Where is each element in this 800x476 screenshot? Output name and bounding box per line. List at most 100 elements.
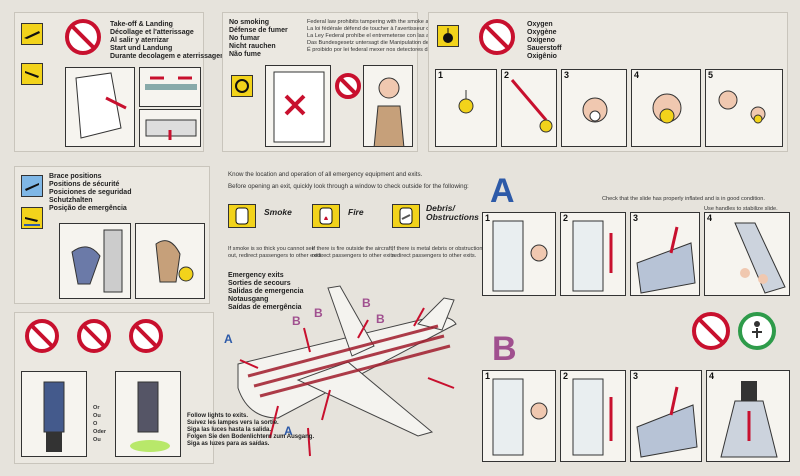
or-line-2: Ou bbox=[93, 413, 101, 419]
plane-takeoff-icon bbox=[21, 23, 43, 45]
brace-line-4: Schutzhalten bbox=[49, 197, 93, 204]
smoke-text-1: If smoke is so thick you cannot see bbox=[228, 246, 315, 252]
slide-check-text-1: Check that the slide has properly inflat… bbox=[602, 196, 765, 202]
or-line-5: Ou bbox=[93, 437, 101, 443]
no-cigarette-icon bbox=[335, 73, 361, 99]
oxygen-line-3: Oxígeno bbox=[527, 37, 556, 44]
exit-b-step-1-number: 1 bbox=[484, 371, 492, 381]
oxygen-step-3-number: 3 bbox=[563, 70, 571, 80]
no-phone-icon bbox=[129, 319, 163, 353]
no-luggage-slide-icon bbox=[692, 312, 730, 350]
plane-brace-icon bbox=[21, 175, 43, 197]
debris-text-1: If there is metal debris or obstructions… bbox=[392, 246, 487, 252]
no-baggage-icon bbox=[77, 319, 111, 353]
takeoff-line-1: Take-off & Landing bbox=[110, 21, 173, 28]
takeoff-panel: Take-off & Landing Décollage et l'atteri… bbox=[14, 12, 226, 152]
law-line-4: Das Bundesgesetz untersagt die Manipulat… bbox=[307, 40, 468, 46]
oxygen-line-4: Sauerstoff bbox=[527, 45, 562, 52]
tray-table-illustration bbox=[139, 109, 201, 147]
exit-a-step-1-number: 1 bbox=[484, 213, 492, 223]
oxygen-line-5: Oxigênio bbox=[527, 53, 557, 60]
follow-line-2: Suivez les lampes vers la sortie. bbox=[187, 420, 279, 426]
before-opening-text: Before opening an exit, quickly look thr… bbox=[228, 183, 469, 190]
exit-a-step-3-number: 3 bbox=[632, 213, 640, 223]
oxygen-step-2 bbox=[501, 69, 557, 147]
or-line-4: Oder bbox=[93, 429, 107, 435]
exit-a-letter: A bbox=[490, 172, 515, 210]
brace-line-2: Positions de sécurité bbox=[49, 181, 120, 188]
follow-line-3: Siga las luces hasta la salida. bbox=[187, 427, 272, 433]
window-smoke-icon bbox=[228, 204, 256, 228]
takeoff-line-4: Start und Landung bbox=[110, 45, 173, 52]
exit-a-step-1 bbox=[482, 212, 556, 296]
woman-smoking-illustration bbox=[363, 65, 413, 147]
plane-ditching-icon bbox=[21, 207, 43, 229]
nosmoking-line-1: No smoking bbox=[229, 19, 270, 26]
brace-line-1: Brace positions bbox=[49, 173, 102, 180]
aisle-illustration-2 bbox=[115, 371, 181, 457]
exit-a-step-4-number: 4 bbox=[706, 213, 714, 223]
seatbelt-illustration bbox=[139, 67, 201, 107]
no-electronics-icon bbox=[65, 19, 101, 55]
emergency-exits-line-4: Notausgang bbox=[228, 296, 269, 303]
debris-title-1: Debris/ bbox=[426, 203, 455, 213]
smoke-alarm-icon bbox=[231, 75, 253, 97]
debris-title-2: Obstructions bbox=[426, 212, 479, 222]
law-line-3: La Ley Federal prohíbe el entremeterse c… bbox=[307, 33, 471, 39]
takeoff-line-3: Al salir y aterrizar bbox=[110, 37, 169, 44]
brace-line-5: Posição de emergência bbox=[49, 205, 127, 212]
fire-title: Fire bbox=[348, 207, 364, 217]
oxygen-step-4 bbox=[631, 69, 701, 147]
brace-illustration-2 bbox=[135, 223, 205, 299]
slide-check-text-2: Use handles to stabilize slide. bbox=[704, 206, 778, 212]
nosmoking-line-4: Nicht rauchen bbox=[229, 43, 276, 50]
exit-label-b-1: B bbox=[292, 314, 301, 328]
or-line-1: Or bbox=[93, 405, 100, 411]
oxygen-panel: Oxygen Oxygène Oxígeno Sauerstoff Oxigên… bbox=[428, 12, 788, 152]
oxygen-mask-icon bbox=[437, 25, 459, 47]
lavatory-illustration bbox=[265, 65, 331, 147]
exit-label-b-2: B bbox=[314, 306, 323, 320]
exit-b-step-3 bbox=[630, 370, 702, 462]
jump-slide-icon bbox=[738, 312, 776, 350]
exit-b-letter: B bbox=[492, 330, 517, 368]
nosmoking-line-5: Não fume bbox=[229, 51, 261, 58]
oxygen-step-2-number: 2 bbox=[503, 70, 511, 80]
no-smoking-small-icon bbox=[25, 319, 59, 353]
law-line-1: Federal law prohibits tampering with the… bbox=[307, 19, 444, 25]
nosmoking-line-3: No fumar bbox=[229, 35, 260, 42]
oxygen-line-1: Oxygen bbox=[527, 21, 553, 28]
exit-a-step-2-number: 2 bbox=[562, 213, 570, 223]
brace-illustration-1 bbox=[59, 223, 131, 299]
takeoff-line-5: Durante decolagem e aterrissagem bbox=[110, 53, 227, 60]
no-smoking-oxygen-icon bbox=[479, 19, 515, 55]
exit-label-a-rear: A bbox=[284, 424, 293, 438]
smoke-title: Smoke bbox=[264, 207, 292, 217]
exit-b-step-4-number: 4 bbox=[708, 371, 716, 381]
seatback-illustration bbox=[65, 67, 135, 147]
no-smoking-panel: No smoking Défense de fumer No fumar Nic… bbox=[222, 12, 471, 152]
debris-text-2: redirect passengers to other exits. bbox=[392, 253, 477, 259]
exit-b-step-2-number: 2 bbox=[562, 371, 570, 381]
oxygen-step-5 bbox=[705, 69, 783, 147]
exit-a-step-4 bbox=[704, 212, 790, 296]
plane-landing-icon bbox=[21, 63, 43, 85]
oxygen-step-5-number: 5 bbox=[707, 70, 715, 80]
follow-line-4: Folgen Sie den Bodenlichtern zum Ausgang… bbox=[187, 434, 315, 440]
know-location-text: Know the location and operation of all e… bbox=[228, 171, 423, 178]
brace-line-3: Posiciones de seguridad bbox=[49, 189, 132, 196]
law-line-2: La loi fédérale défend de toucher à l'av… bbox=[307, 26, 452, 32]
emergency-exits-line-1: Emergency exits bbox=[228, 272, 284, 279]
or-line-3: O bbox=[93, 421, 98, 427]
fire-text-1: If there is fire outside the aircraft, bbox=[312, 246, 394, 252]
emergency-exits-line-3: Salidas de emergencia bbox=[228, 288, 304, 295]
floor-lights-panel: Or Ou O Oder Ou Follow lights to exits. … bbox=[14, 312, 314, 464]
oxygen-step-1-number: 1 bbox=[437, 70, 445, 80]
nosmoking-line-2: Défense de fumer bbox=[229, 27, 288, 34]
exit-a-step-3 bbox=[630, 212, 700, 296]
exit-a-step-2 bbox=[560, 212, 626, 296]
exit-b-step-2 bbox=[560, 370, 626, 462]
oxygen-step-4-number: 4 bbox=[633, 70, 641, 80]
takeoff-line-2: Décollage et l'atterissage bbox=[110, 29, 194, 36]
